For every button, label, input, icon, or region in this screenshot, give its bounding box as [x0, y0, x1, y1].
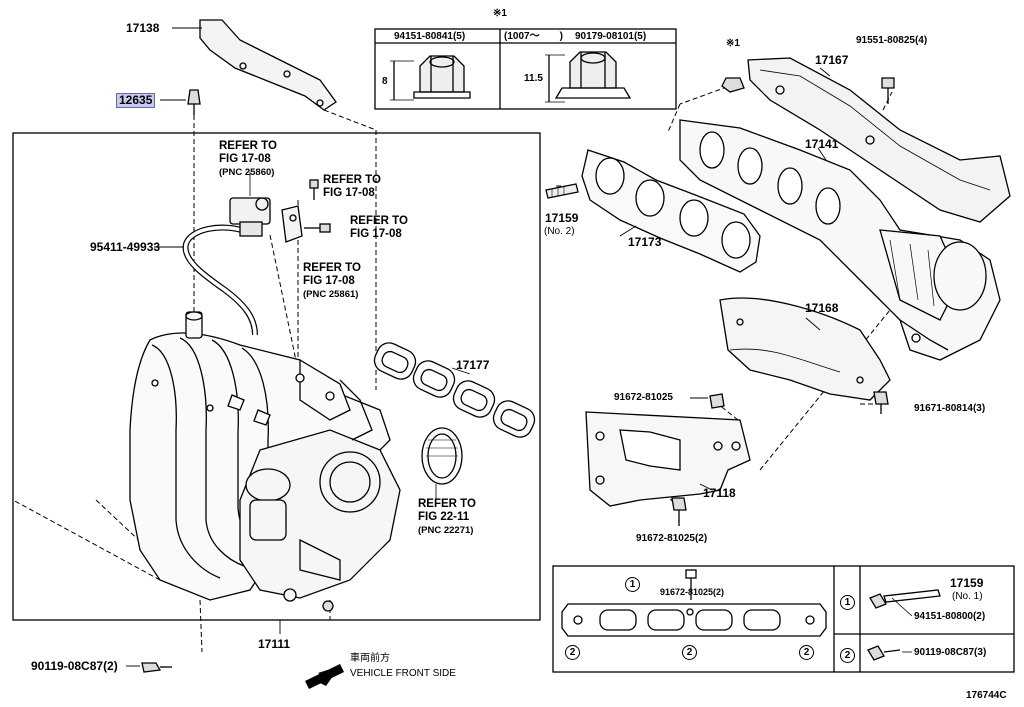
vsv-valve	[229, 172, 271, 237]
part-91672a-label[interactable]: 91672-81025	[614, 392, 673, 403]
bracket-17118	[585, 411, 751, 507]
refer-3-line2: FIG 17-08	[350, 228, 402, 240]
note-mark-1b: ※1	[726, 38, 740, 49]
refer-block-4[interactable]: REFER TO FIG 17-08 (PNC 25861)	[303, 262, 361, 301]
refer-5-line3: (PNC 22271)	[418, 525, 474, 536]
refer-5-line1: REFER TO	[418, 498, 476, 510]
part-90179-label[interactable]: 90179-08101(5)	[575, 31, 647, 42]
part-17159-no2-label[interactable]: 17159	[545, 211, 579, 225]
part-17138-label[interactable]: 17138	[126, 21, 160, 35]
refer-1-line2: FIG 17-08	[219, 153, 271, 165]
callout-1-a: 1	[625, 577, 640, 592]
part-17177-label[interactable]: 17177	[456, 358, 490, 372]
gasket-17173	[581, 149, 761, 273]
heat-insulator-upper	[747, 57, 1011, 223]
part-90119b-label[interactable]: 90119-08C87(3)	[914, 647, 987, 658]
part-91551-label[interactable]: 91551-80825(4)	[856, 35, 928, 46]
note-mark-1: ※1	[493, 8, 507, 19]
throttle-body	[239, 379, 401, 612]
refer-block-5[interactable]: REFER TO FIG 22-11 (PNC 22271)	[418, 498, 476, 537]
part-17159-no1-label[interactable]: 17159	[950, 576, 984, 590]
part-17159-no2-sub: (No. 2)	[544, 226, 575, 237]
part-94151b-label[interactable]: 94151-80800(2)	[914, 611, 986, 622]
refer-2-line1: REFER TO	[323, 174, 381, 186]
callout-2-a: 2	[565, 645, 580, 660]
part-17167-label[interactable]: 17167	[815, 53, 849, 67]
part-90119a-label[interactable]: 90119-08C87(2)	[31, 659, 118, 673]
part-12635-label[interactable]: 12635	[116, 93, 156, 108]
refer-block-3[interactable]: REFER TO FIG 17-08	[350, 215, 408, 241]
gasket-17177	[373, 342, 536, 438]
refer-block-1[interactable]: REFER TO FIG 17-08 (PNC 25860)	[219, 140, 277, 179]
part-17168-label[interactable]: 17168	[805, 301, 839, 315]
refer-4-line2: FIG 17-08	[303, 275, 355, 287]
front-side-en: VEHICLE FRONT SIDE	[350, 668, 456, 679]
part-91672b-label[interactable]: 91672-81025(2)	[636, 533, 708, 544]
part-95411-label[interactable]: 95411-49933	[90, 240, 161, 254]
callout-2-d: 2	[840, 648, 855, 663]
dim-11-label: 11.5	[524, 73, 543, 84]
part-94151a-label[interactable]: 94151-80841(5)	[394, 31, 466, 42]
refer-2-line2: FIG 17-08	[323, 187, 375, 199]
part-17141-label[interactable]: 17141	[805, 137, 839, 151]
heat-insulator-lower	[719, 297, 891, 401]
refer-1-line1: REFER TO	[219, 140, 277, 152]
refer-5-line2: FIG 22-11	[418, 511, 470, 523]
nut-detail-table	[374, 28, 677, 110]
part-17118-label[interactable]: 17118	[703, 486, 736, 500]
callout-2-b: 2	[682, 645, 697, 660]
dim-8-label: 8	[382, 76, 388, 87]
diagram-id: 176744C	[966, 690, 1007, 701]
refer-block-2[interactable]: REFER TO FIG 17-08	[323, 174, 381, 200]
refer-1-line3: (PNC 25860)	[219, 167, 275, 178]
refer-4-line1: REFER TO	[303, 262, 361, 274]
part-17173-label[interactable]: 17173	[628, 235, 662, 249]
exhaust-manifold	[679, 119, 1001, 361]
intake-group-frame	[12, 132, 541, 621]
serial-range-label: (1007～ )	[504, 31, 563, 42]
refer-4-line3: (PNC 25861)	[303, 289, 359, 300]
bracket-17138	[199, 19, 337, 111]
part-17159-no1-sub: (No. 1)	[952, 591, 983, 602]
callout-1-b: 1	[840, 595, 855, 610]
part-91671-label[interactable]: 91671-80814(3)	[914, 403, 986, 414]
part-91672c-label[interactable]: 91672-81025(2)	[660, 587, 725, 597]
stud-detail-table	[552, 565, 1015, 673]
refer-3-line1: REFER TO	[350, 215, 408, 227]
front-side-jp: 車両前方	[350, 653, 390, 664]
callout-2-c: 2	[799, 645, 814, 660]
part-17111-label[interactable]: 17111	[258, 637, 291, 651]
